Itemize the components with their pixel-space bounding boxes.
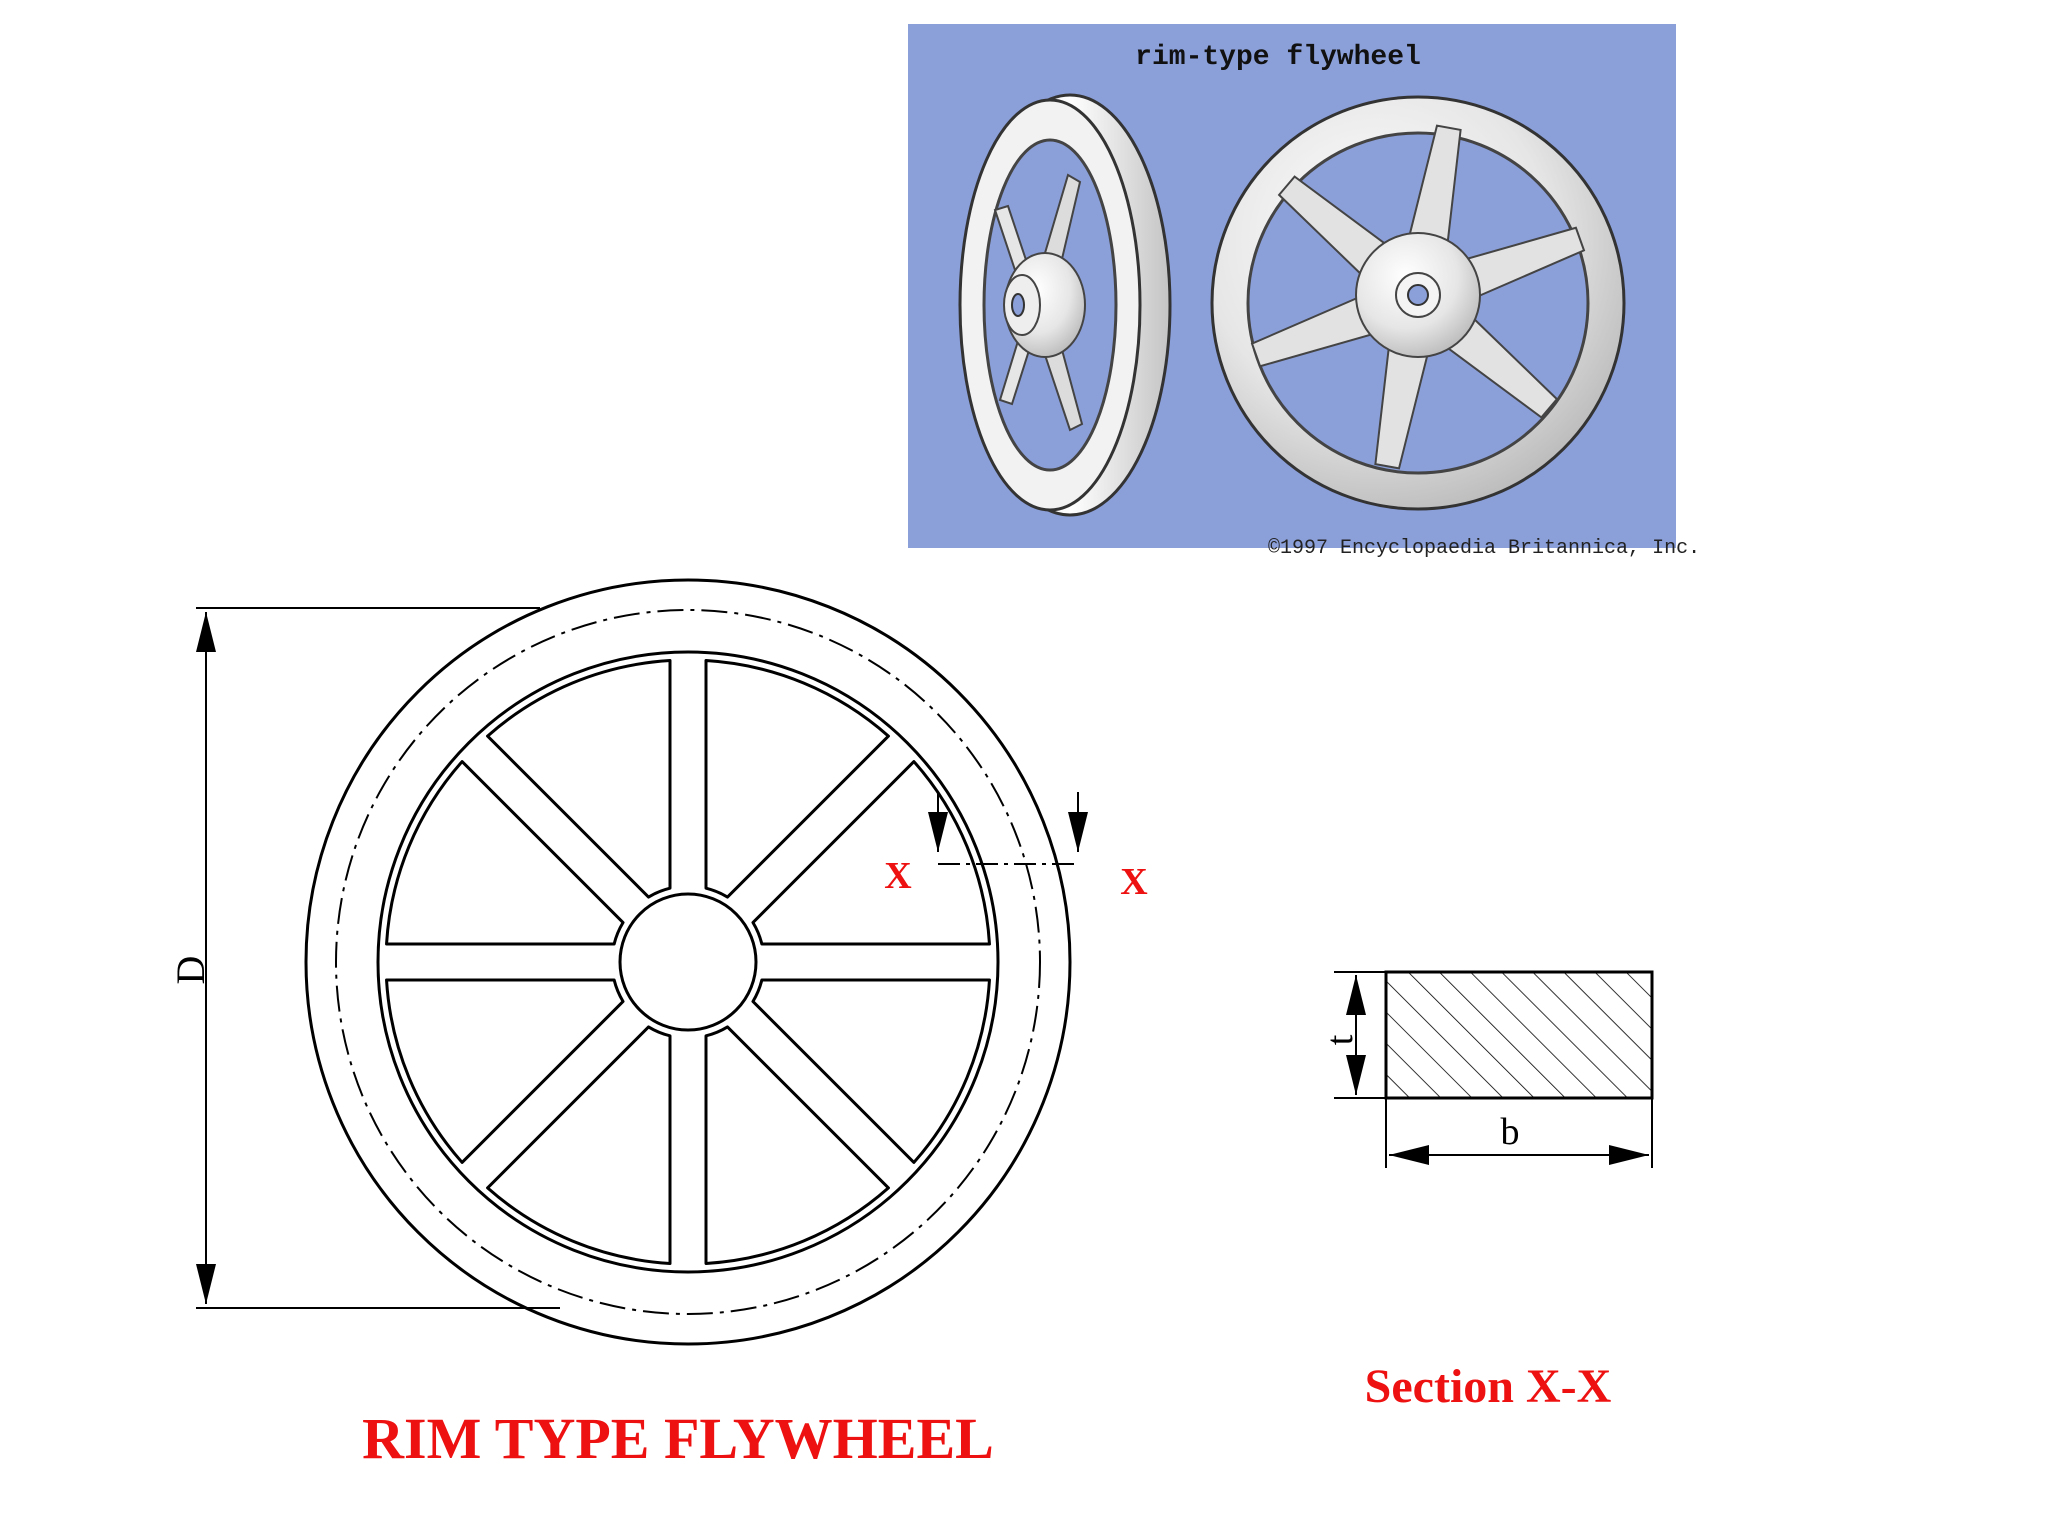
section-dimensions <box>1334 971 1653 1168</box>
spoke-opening <box>751 978 991 1164</box>
photo-credit: ©1997 Encyclopaedia Britannica, Inc. <box>1268 537 1700 560</box>
section-marker-left: X <box>884 855 911 897</box>
flywheel-front-view <box>1210 95 1626 511</box>
spoke-opening <box>704 1025 890 1265</box>
rim-outer-circle <box>304 578 1072 1346</box>
spoke-opening <box>704 659 890 899</box>
diameter-dimension <box>196 607 560 1309</box>
spoke-opening <box>486 1025 672 1265</box>
photo-spokes <box>1250 124 1586 470</box>
diameter-label: D <box>168 956 213 985</box>
spoke-opening <box>486 659 672 899</box>
drawing-caption: RIM TYPE FLYWHEEL <box>362 1406 994 1471</box>
section-caption: Section X-X <box>1365 1360 1612 1413</box>
rim-inner-circle <box>376 650 1000 1274</box>
rim-cross-section <box>1384 970 1654 1100</box>
spoke-opening <box>385 760 625 946</box>
section-cut-line <box>928 792 1088 865</box>
spoke-opening <box>751 760 991 946</box>
drawing-spokes <box>385 659 991 1265</box>
hub-circle <box>618 892 758 1032</box>
thickness-label: t <box>1319 1034 1361 1045</box>
width-label: b <box>1501 1111 1520 1153</box>
flywheel-side-view <box>958 93 1172 517</box>
photo-title: rim-type flywheel <box>1135 42 1421 73</box>
spoke-opening <box>385 978 625 1164</box>
section-marker-right: X <box>1120 861 1147 903</box>
rim-pitch-circle <box>335 609 1041 1315</box>
flywheel-drawing <box>304 578 1072 1346</box>
photo-panel: rim-type flywheel ©1997 Encyclopaedia Br… <box>908 24 1700 560</box>
